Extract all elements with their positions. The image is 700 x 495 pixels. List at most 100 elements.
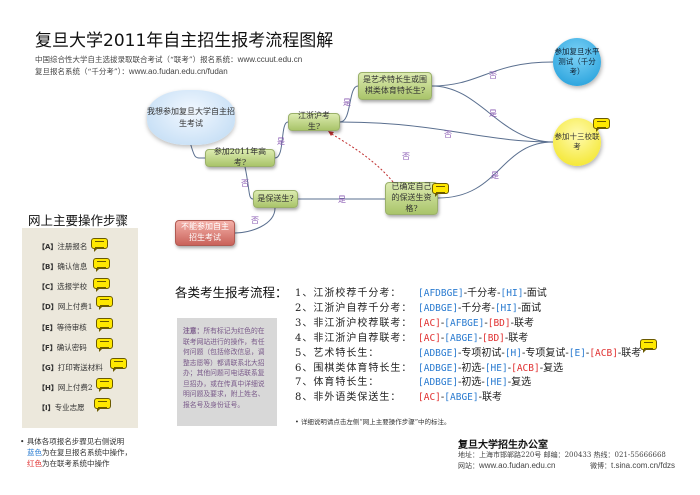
- flow-name: 6、围棋类体育特长生：: [295, 362, 413, 374]
- office-site: 网站：www.ao.fudan.edu.cn: [458, 461, 556, 470]
- flows-title: 各类考生报考流程：: [175, 285, 288, 300]
- step-d[interactable]: 【D】网上付费1: [38, 302, 93, 311]
- step-i[interactable]: 【I】专业志愿: [38, 403, 85, 412]
- office-weibo: 微博：t.sina.com.cn/fdzs: [590, 461, 676, 470]
- no-label: 否: [489, 71, 497, 80]
- yes-label: 是: [277, 137, 285, 146]
- confirm-node[interactable]: 已确定自己的保送生资格?: [385, 182, 438, 215]
- no-label: 否: [251, 216, 259, 225]
- flow-name: 2、江浙沪自荐千分考：: [295, 302, 413, 314]
- note-bubble-icon[interactable]: [94, 398, 111, 412]
- flow-stage: -: [440, 392, 445, 404]
- step-c[interactable]: 【C】选报学校: [38, 282, 88, 291]
- qianfen-circle[interactable]: 参加复旦水平测试（千分考）: [553, 38, 601, 86]
- baosong-node[interactable]: 是保送生?: [253, 190, 298, 208]
- flow-stage: -初选-: [458, 377, 485, 389]
- flow-row: 1、江浙校荐千分考： [AFDBGE]-千分考-[HI]-面试: [295, 284, 547, 299]
- yes-label: 是: [491, 171, 499, 180]
- steps-note-3: 红色为在联考系统中操作: [27, 459, 110, 468]
- liankao-system-line: 中国综合性大学自主选拔录取联合考试（“联考”）报名系统：www.ccuut.ed…: [35, 55, 303, 64]
- flow-step-code: [AC]: [418, 332, 441, 344]
- gaokao-node[interactable]: 参加2011年高考?: [205, 147, 275, 167]
- step-g[interactable]: 【G】打印寄送材料: [38, 363, 103, 372]
- note-bubble-icon[interactable]: [91, 238, 108, 252]
- flow-stage: -: [440, 317, 445, 329]
- note-bubble-icon[interactable]: [96, 338, 113, 352]
- flow-name: 7、体育特长生：: [295, 377, 380, 389]
- flow-stage: -面试: [523, 288, 547, 299]
- note-bubble-icon[interactable]: [93, 258, 110, 272]
- ccuut-link[interactable]: www.ccuut.edu.cn: [237, 55, 303, 64]
- flow-stage: -专项复试-: [521, 347, 569, 359]
- flow-step-code: [ADBGE]: [418, 362, 459, 374]
- no-label: 否: [444, 130, 452, 139]
- no-label: 否: [241, 179, 249, 188]
- start-cloud: 我想参加复旦大学自主招生考试: [147, 90, 235, 145]
- flow-step-code: [ACB]: [589, 347, 618, 359]
- office-name: 复旦大学招生办公室: [458, 440, 548, 451]
- note-bubble-icon[interactable]: [96, 318, 113, 332]
- flow-step-code: [ABGE]: [444, 332, 479, 344]
- flow-stage: -千分考-: [463, 288, 501, 299]
- flow-step-code: [BD]: [487, 317, 511, 329]
- weibo-link[interactable]: t.sina.com.cn/fdzs: [611, 461, 676, 470]
- office-address: 地址：上海市邯郸路220号 邮编：200433 热线：021-55666668: [458, 451, 666, 459]
- note-bubble-icon[interactable]: [432, 183, 449, 197]
- flow-name: 5、艺术特长生：: [295, 347, 380, 359]
- flow-step-code: [HI]: [494, 302, 518, 314]
- note-bubble-icon[interactable]: [93, 278, 110, 292]
- flow-step-code: [BD]: [482, 332, 505, 344]
- step-f[interactable]: 【F】确认密码: [38, 343, 87, 352]
- flow-step-code: [ABGE]: [444, 392, 479, 404]
- flow-row: 8、非外语类保送生： [AC]-[ABGE]-联考: [295, 388, 502, 403]
- no-label: 否: [402, 152, 410, 161]
- flow-stage: -联考: [478, 392, 502, 404]
- flow-name: 8、非外语类保送生：: [295, 392, 402, 404]
- flow-step-code: [ADBGE]: [418, 347, 459, 359]
- step-a[interactable]: 【A】注册报名: [38, 242, 88, 251]
- flow-step-code: [AC]: [418, 392, 441, 404]
- flow-name: 1、江浙校荐千分考：: [295, 288, 402, 299]
- page-title: 复旦大学2011年自主招生报考流程图解: [35, 31, 334, 51]
- site-link[interactable]: www.ao.fudan.edu.cn: [479, 461, 556, 470]
- cannot-node[interactable]: 不能参加自主招生考试: [175, 220, 235, 246]
- fudan-link[interactable]: www.ao.fudan.edu.cn/fudan: [128, 67, 228, 76]
- fudan-system-line: 复旦报名系统（“千分考”）：www.ao.fudan.edu.cn/fudan: [35, 67, 228, 76]
- flow-step-code: [ADBGE]: [418, 377, 459, 389]
- flow-row: 7、体育特长生：[ADBGE]-初选-[HE]-复选: [295, 373, 531, 388]
- note-bubble-icon[interactable]: [96, 378, 113, 392]
- note-bubble-icon[interactable]: [593, 118, 610, 132]
- step-e[interactable]: 【E】等待审核: [38, 323, 87, 332]
- flow-step-code: [AFBGE]: [444, 317, 485, 329]
- flow-stage: -联考: [504, 332, 529, 344]
- step-b[interactable]: 【B】确认信息: [38, 262, 88, 271]
- flow-row: 2、江浙沪自荐千分考：[ADBGE]-千分考-[HI]-面试: [295, 299, 541, 314]
- flow-stage: -: [440, 332, 445, 344]
- flow-stage: -: [507, 362, 512, 374]
- steps-panel: 【A】注册报名 【B】确认信息 【C】选报学校 【D】网上付费1 【E】等待审核…: [22, 228, 138, 428]
- step-h[interactable]: 【H】网上付费2: [38, 383, 93, 392]
- note-bubble-icon[interactable]: [110, 358, 127, 372]
- flow-row: 3、非江浙沪校荐联考：[AC]-[AFBGE]-[BD]-联考: [295, 314, 534, 329]
- flow-row: 6、围棋类体育特长生：[ADBGE]-初选-[HE]-[ACB]-复选: [295, 359, 563, 374]
- flow-stage: -复选: [539, 362, 564, 374]
- flow-step-code: [AFDBGE]: [418, 288, 464, 299]
- flow-step-code: [HI]: [500, 288, 524, 299]
- note-bubble-icon[interactable]: [640, 339, 657, 353]
- flow-step-code: [HE]: [484, 362, 508, 374]
- flow-stage: -初选-: [458, 362, 485, 374]
- flow-step-code: [ADBGE]: [418, 302, 459, 314]
- steps-note-2: 蓝色为在复旦报名系统中操作，: [27, 448, 132, 457]
- yes-label: 是: [343, 98, 351, 107]
- yes-label: 是: [338, 195, 346, 204]
- flow-stage: -专项初试-: [458, 347, 505, 359]
- notice-box: 注意：所有标记为红色的在联考网站进行的操作，有任何问题（包括修改信息，调整志愿等…: [177, 318, 277, 426]
- flow-stage: -: [484, 317, 488, 329]
- steps-note-1: • 具体各项报名步骤见右侧说明: [20, 437, 125, 446]
- flow-stage: -联考: [510, 317, 534, 329]
- jzh-node[interactable]: 江浙沪考生?: [288, 111, 340, 131]
- note-bubble-icon[interactable]: [96, 296, 113, 310]
- flow-stage: -: [585, 347, 590, 359]
- art-node[interactable]: 是艺术特长生或围棋类体育特长生?: [358, 72, 432, 100]
